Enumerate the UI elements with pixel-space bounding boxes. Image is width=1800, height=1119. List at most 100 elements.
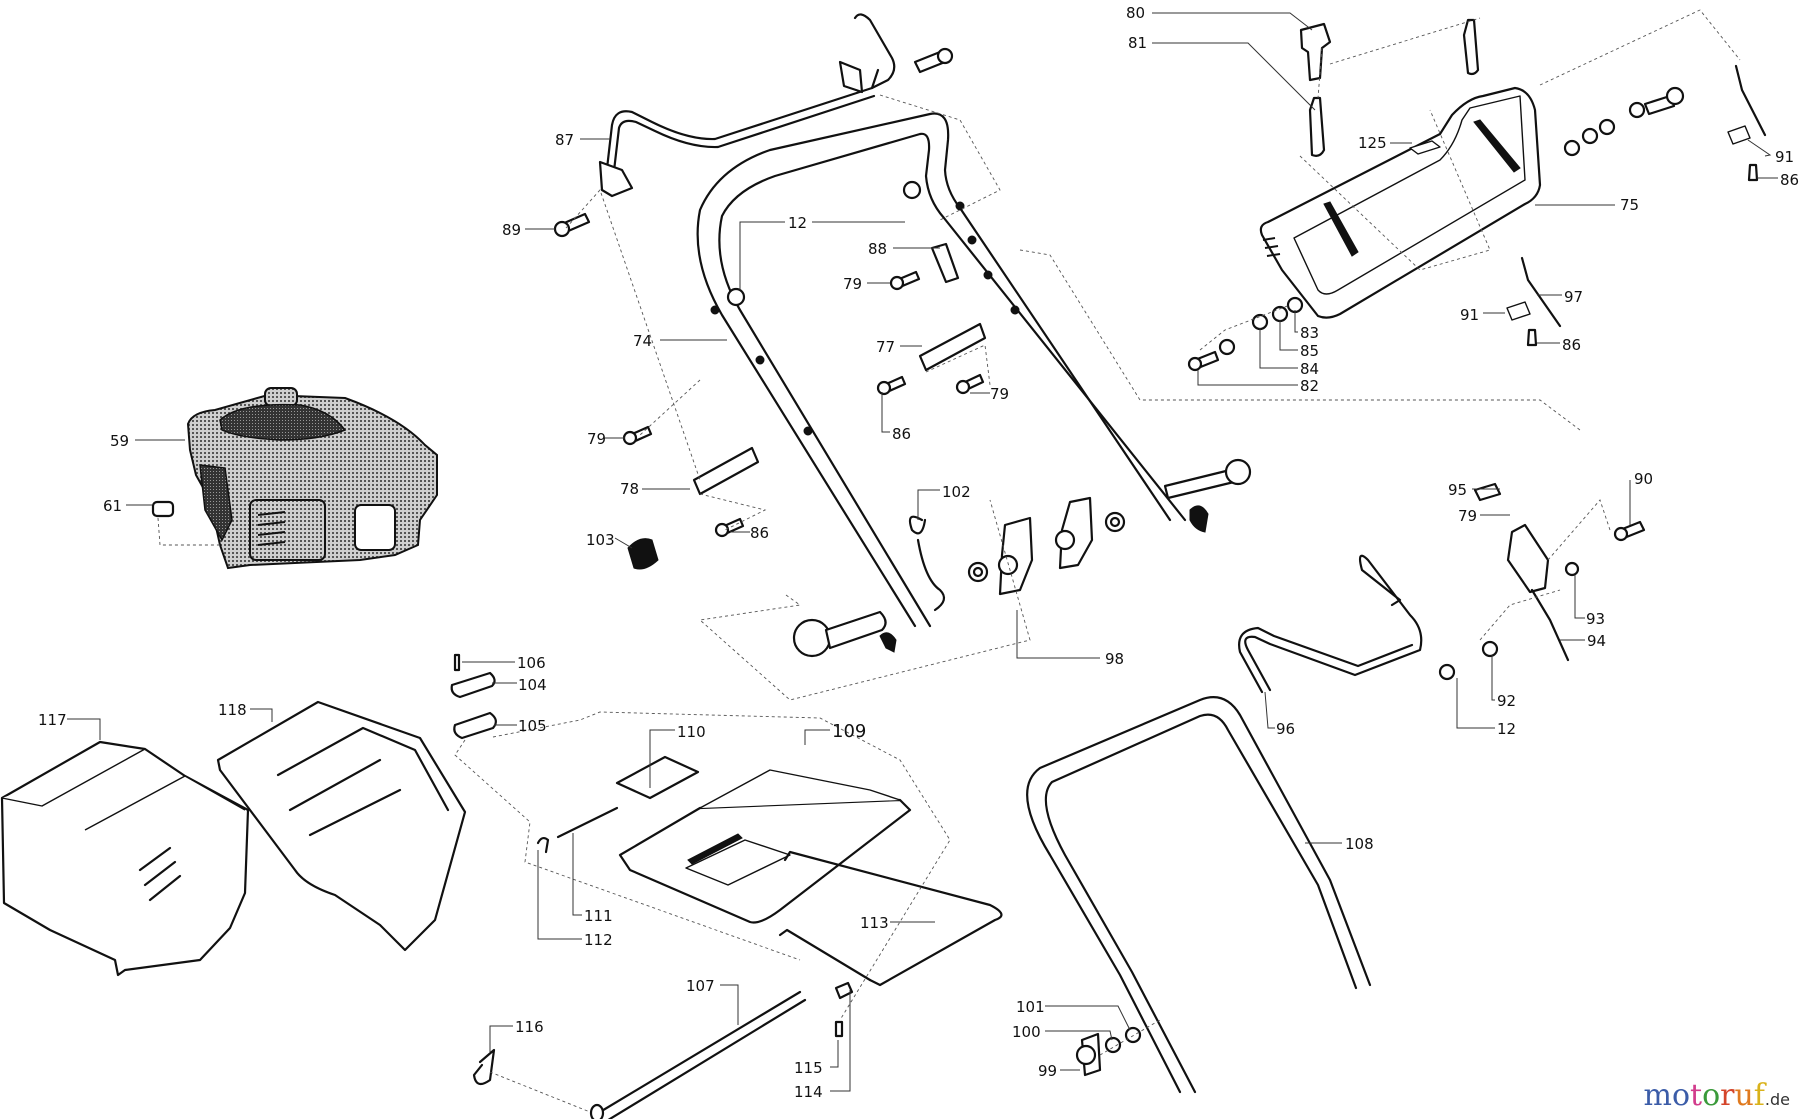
callout-100: 100	[1012, 1023, 1041, 1041]
spring-clip-102	[908, 515, 946, 612]
hardware-cover-right	[1563, 86, 1685, 157]
callout-12-lower: 12	[1497, 720, 1516, 738]
spring-112	[536, 836, 550, 854]
cable-clamp-set-lower	[1506, 256, 1562, 347]
callout-101: 101	[1016, 998, 1045, 1016]
callout-95: 95	[1448, 481, 1467, 499]
deflector-109	[618, 769, 912, 924]
callout-103: 103	[586, 531, 615, 549]
lever-81	[1308, 96, 1326, 157]
control-cover-75	[1259, 86, 1542, 319]
callout-12-upper: 12	[788, 214, 807, 232]
screw-79-c	[622, 425, 653, 446]
callout-74: 74	[633, 332, 652, 350]
assembly-lines	[157, 9, 1741, 1113]
callout-81: 81	[1128, 34, 1147, 52]
screw-86-c	[876, 375, 907, 396]
bolt-washers-82-85	[1187, 296, 1304, 372]
callout-116: 116	[515, 1018, 544, 1036]
callout-98: 98	[1105, 650, 1124, 668]
callout-96: 96	[1276, 720, 1295, 738]
watermark-logo: motoruf.de	[1643, 1078, 1790, 1113]
watermark-letter: u	[1734, 1078, 1754, 1113]
knob-washers-99-101	[1075, 1026, 1142, 1077]
cable-guide-77	[918, 322, 987, 372]
bolt-large	[1163, 458, 1252, 533]
fastening-kit-98	[792, 496, 1126, 658]
lower-handle-108	[1026, 696, 1372, 1094]
callouts: 80 81 125 75 91 86 97 91 86 83 85 84	[38, 4, 1799, 1101]
flap-110	[615, 755, 700, 800]
clip-screw-114-115	[834, 981, 854, 1038]
callout-105: 105	[518, 717, 547, 735]
nut-61	[151, 500, 175, 518]
wire-bracket-113	[778, 850, 1003, 987]
callout-89: 89	[502, 221, 521, 239]
cable-clamp-set-upper	[1727, 64, 1767, 182]
callout-107: 107	[686, 977, 715, 995]
callout-112: 112	[584, 931, 613, 949]
callout-113: 113	[860, 914, 889, 932]
engine-59	[186, 387, 438, 570]
plate-clip-104-106	[450, 653, 497, 740]
callout-84: 84	[1300, 360, 1319, 378]
bag-frame-118	[216, 700, 467, 952]
watermark-letter: m	[1643, 1078, 1672, 1113]
grass-bag-117	[0, 740, 250, 977]
callout-86-d: 86	[750, 524, 769, 542]
callout-92: 92	[1497, 692, 1516, 710]
callout-94: 94	[1587, 632, 1606, 650]
callout-110: 110	[677, 723, 706, 741]
callout-102: 102	[942, 483, 971, 501]
lever-knob-80	[1299, 22, 1332, 82]
torsion-spring-116	[472, 1048, 496, 1086]
callout-93: 93	[1586, 610, 1605, 628]
label-125	[1409, 140, 1441, 155]
callout-85: 85	[1300, 342, 1319, 360]
bracket-88	[930, 242, 960, 284]
watermark-letter: f	[1753, 1078, 1765, 1113]
callout-59: 59	[110, 432, 129, 450]
lever-right	[1462, 18, 1480, 76]
bolt-top	[913, 47, 954, 74]
callout-114: 114	[794, 1083, 823, 1101]
watermark-letter: o	[1702, 1078, 1721, 1113]
watermark-letter: t	[1690, 1078, 1703, 1113]
callout-79-c: 79	[587, 430, 606, 448]
nut-12-upper	[726, 180, 922, 307]
watermark-tld: .de	[1764, 1090, 1790, 1109]
watermark-letter: r	[1720, 1078, 1735, 1113]
callout-118: 118	[218, 701, 247, 719]
callout-108: 108	[1345, 835, 1374, 853]
callout-86-c: 86	[892, 425, 911, 443]
screw-79-a	[889, 270, 921, 291]
cable-guide-78	[692, 446, 760, 496]
callout-117: 117	[38, 711, 67, 729]
callout-109: 109	[832, 721, 866, 742]
screw-79-b	[955, 373, 985, 395]
drive-bail-96	[1238, 554, 1423, 694]
callout-115: 115	[794, 1059, 823, 1077]
callout-79-a: 79	[843, 275, 862, 293]
callout-87: 87	[555, 131, 574, 149]
callout-77: 77	[876, 338, 895, 356]
callout-61: 61	[103, 497, 122, 515]
callout-90: 90	[1634, 470, 1653, 488]
callout-104: 104	[518, 676, 547, 694]
callout-111: 111	[584, 907, 613, 925]
callout-79-b: 79	[990, 385, 1009, 403]
callout-88: 88	[868, 240, 887, 258]
throttle-assembly	[1438, 482, 1646, 681]
callout-82: 82	[1300, 377, 1319, 395]
pin-111	[556, 806, 619, 839]
callout-91-upper: 91	[1775, 148, 1794, 166]
callout-125: 125	[1358, 134, 1387, 152]
callout-75: 75	[1620, 196, 1639, 214]
callout-97: 97	[1564, 288, 1583, 306]
safety-bail-87	[598, 13, 896, 198]
callout-79-d: 79	[1458, 507, 1477, 525]
callout-99: 99	[1038, 1062, 1057, 1080]
screw-86-d	[714, 517, 745, 538]
bolt-89	[553, 212, 591, 238]
callout-86-upper: 86	[1780, 171, 1799, 189]
